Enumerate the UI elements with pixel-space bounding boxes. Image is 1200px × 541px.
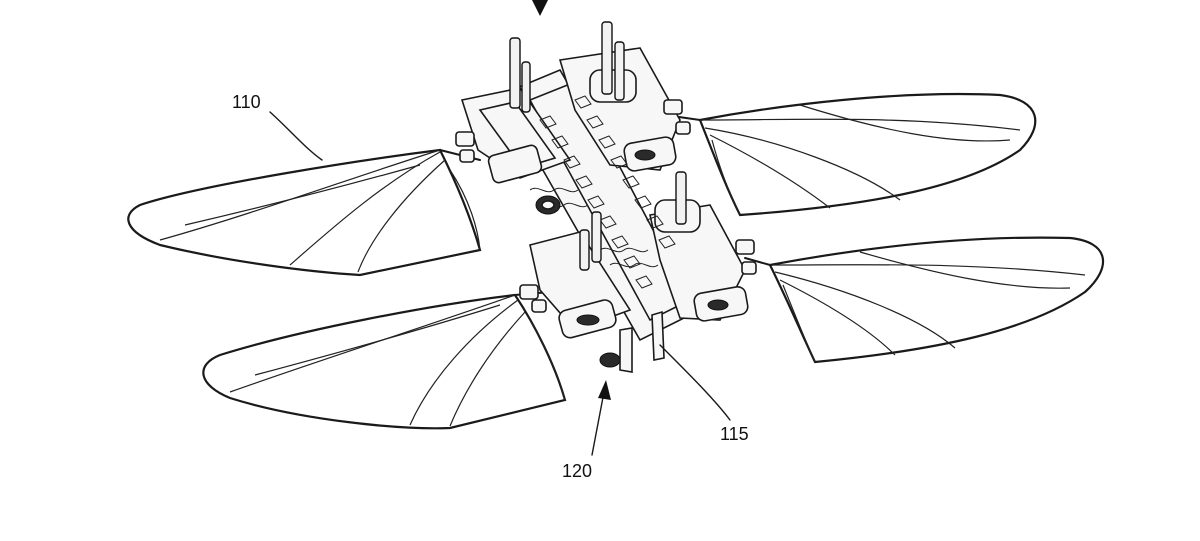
leader-110 [269, 111, 323, 161]
wing-upper-left [127, 148, 482, 277]
wing-upper-right [698, 92, 1037, 217]
wing-lower-left [202, 293, 567, 430]
wing-root-clips [455, 99, 757, 313]
mechanism-detail [529, 95, 676, 289]
wing-lower-right [768, 236, 1105, 364]
label-120: 120 [562, 461, 592, 481]
leader-115 [659, 344, 731, 421]
vertical-posts [509, 21, 687, 271]
central-body [455, 21, 757, 373]
label-115: 115 [720, 424, 749, 444]
label-110: 110 [232, 92, 261, 112]
leader-120 [591, 380, 611, 456]
top-arrowhead [532, 0, 548, 16]
